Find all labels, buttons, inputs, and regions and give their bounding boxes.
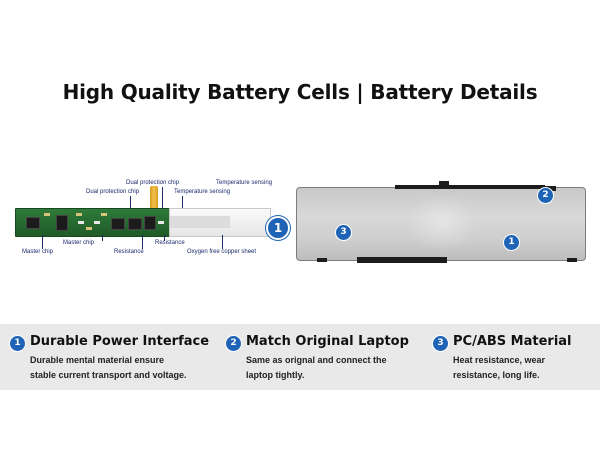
protection-chip [111, 218, 125, 230]
label-master-chip-1: Master chip [63, 240, 95, 246]
resistor [158, 221, 164, 224]
feature-band: 1 Durable Power Interface Durable mental… [0, 324, 600, 390]
pcb-board [15, 208, 172, 237]
label-master-chip-2: Master chip [22, 249, 54, 255]
battery-badge-3: 3 [335, 224, 352, 241]
battery-badge-1: 1 [503, 234, 520, 251]
label-dual-protection-chip: Dual protection chip [86, 189, 140, 195]
resistor [94, 221, 100, 224]
chip [144, 216, 156, 230]
battery-badge-2: 2 [537, 187, 554, 204]
pcb-illustration: Dual protection chip Temperature sensing… [12, 178, 302, 268]
pad [76, 213, 82, 216]
page-title: High Quality Battery Cells | Battery Det… [62, 80, 538, 104]
feature-number-badge: 1 [9, 335, 26, 352]
feature-title: Match Original Laptop [246, 334, 409, 349]
pad [86, 227, 92, 230]
label-dual-protection-chip-top: Dual protection chip [126, 180, 180, 186]
pcb-number-badge: 1 [266, 216, 290, 240]
chip [56, 215, 68, 231]
label-resistance-1: Resistance [155, 240, 185, 246]
label-oxygen-free-copper-sheet: Oxygen free copper sheet [187, 249, 257, 255]
feature-description: Heat resistance, wear resistance, long l… [453, 355, 546, 380]
pad [101, 213, 107, 216]
feature-title: PC/ABS Material [453, 334, 572, 349]
resistor [78, 221, 84, 224]
label-resistance-2: Resistance [114, 249, 144, 255]
feature-title: Durable Power Interface [30, 334, 210, 349]
label-temperature-sensing: Temperature sensing [174, 189, 231, 195]
master-chip [26, 217, 40, 229]
pad [44, 213, 50, 216]
feature-number-badge: 2 [225, 335, 242, 352]
flex-connector [150, 186, 158, 210]
copper-sheet [169, 208, 271, 237]
feature-number-badge: 3 [432, 335, 449, 352]
protection-chip [128, 218, 142, 230]
label-temperature-sensing-top: Temperature sensing [216, 180, 273, 186]
feature-description: Durable mental material ensure stable cu… [30, 355, 187, 380]
feature-description: Same as orignal and connect the laptop t… [246, 355, 387, 380]
